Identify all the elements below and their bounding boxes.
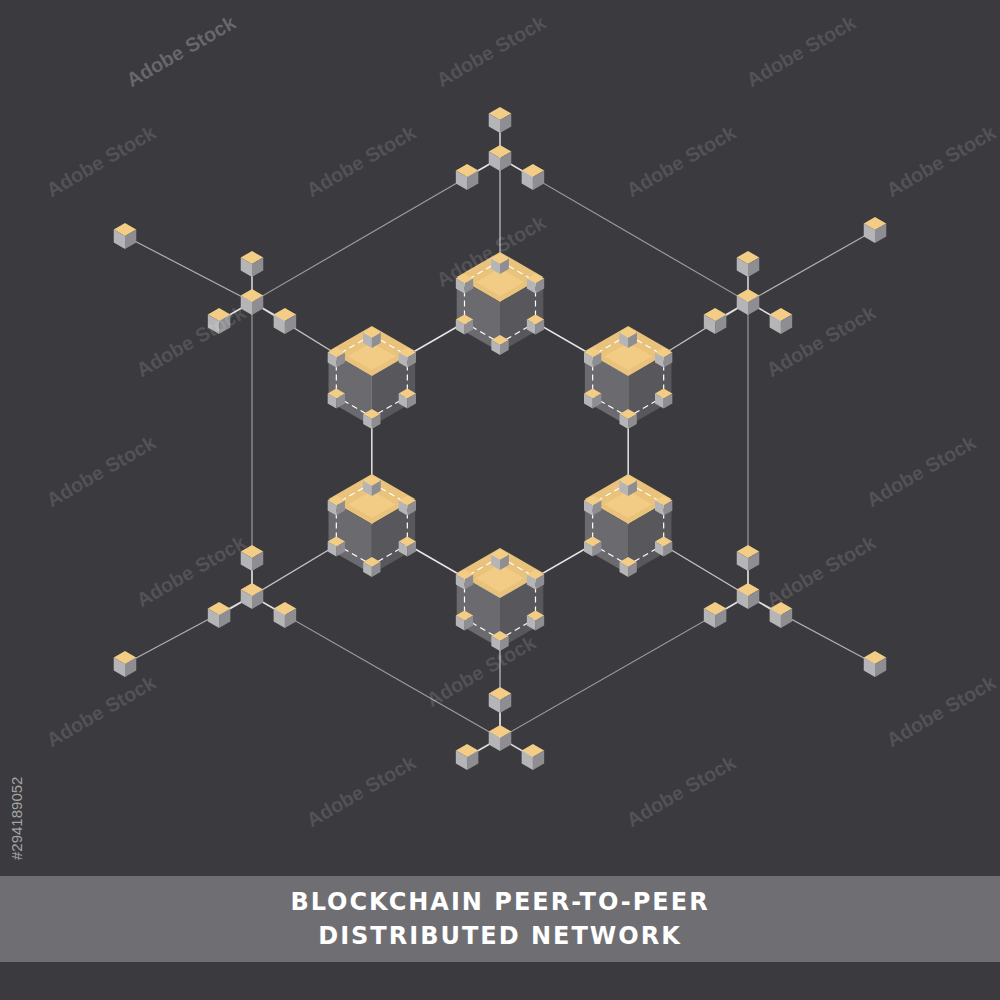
cube	[864, 217, 887, 243]
cube	[737, 545, 760, 571]
cube	[363, 328, 380, 348]
block-node	[328, 474, 416, 577]
watermark: Adobe Stock	[422, 631, 539, 712]
cube	[704, 308, 727, 334]
cube	[620, 557, 637, 577]
cube	[584, 537, 601, 557]
cube	[737, 251, 760, 277]
cube	[489, 107, 512, 133]
node-cluster	[704, 251, 792, 334]
watermark: Adobe Stock	[302, 121, 419, 202]
node-cluster	[456, 687, 544, 770]
watermark: Adobe Stock	[742, 11, 859, 92]
cube	[864, 651, 887, 677]
cube	[620, 409, 637, 429]
cube	[363, 475, 380, 495]
cube	[399, 496, 416, 516]
cube	[584, 389, 601, 409]
watermark: Adobe Stock	[622, 751, 739, 832]
cube	[655, 348, 672, 368]
network-lines	[125, 158, 875, 738]
cube	[491, 549, 508, 569]
block-node	[328, 326, 416, 429]
cube	[522, 164, 545, 190]
watermark: Adobe Stock	[42, 121, 159, 202]
cube	[363, 557, 380, 577]
cube	[620, 328, 637, 348]
cube	[737, 289, 760, 315]
cube	[489, 145, 512, 171]
cube	[399, 389, 416, 409]
cube	[328, 348, 345, 368]
cube	[655, 389, 672, 409]
cube	[328, 389, 345, 409]
title-band: BLOCKCHAIN PEER-TO-PEER DISTRIBUTED NETW…	[0, 876, 1000, 962]
image-id: #294189052	[8, 777, 25, 860]
cube	[584, 496, 601, 516]
cube	[527, 611, 544, 631]
cube	[114, 223, 137, 249]
watermark: Adobe Stock	[432, 11, 549, 92]
watermark: Adobe Stock	[622, 121, 739, 202]
cube	[584, 348, 601, 368]
cube	[620, 476, 637, 496]
cube	[208, 602, 231, 628]
cube	[527, 274, 544, 294]
cube	[399, 537, 416, 557]
cube	[737, 583, 760, 609]
cube	[274, 308, 297, 334]
watermark: Adobe Stock	[882, 121, 999, 202]
title-text: BLOCKCHAIN PEER-TO-PEER DISTRIBUTED NETW…	[200, 885, 800, 953]
cube	[274, 602, 297, 628]
cube	[456, 744, 479, 770]
cube	[363, 476, 380, 496]
cube	[456, 611, 473, 631]
cube	[456, 164, 479, 190]
watermark: Adobe Stock	[132, 301, 249, 382]
cube	[363, 409, 380, 429]
node-cluster	[456, 107, 544, 190]
cube	[522, 744, 545, 770]
cube	[704, 602, 727, 628]
cube	[527, 570, 544, 590]
watermark: Adobe Stock	[42, 671, 159, 752]
watermark: Adobe Stock	[122, 11, 239, 92]
watermark: Adobe Stock	[302, 751, 419, 832]
cube	[491, 335, 508, 355]
cube	[770, 308, 793, 334]
watermark: Adobe Stock	[862, 431, 979, 512]
cube	[241, 251, 264, 277]
cube	[527, 315, 544, 335]
cube	[456, 315, 473, 335]
cube	[489, 687, 512, 713]
block-node	[584, 474, 672, 577]
cube	[620, 475, 637, 495]
watermark: Adobe Stock	[42, 431, 159, 512]
cube	[114, 651, 137, 677]
watermark: Adobe Stock	[132, 531, 249, 612]
watermark: Adobe Stock	[882, 671, 999, 752]
cube	[456, 570, 473, 590]
cube	[620, 327, 637, 347]
watermark: Adobe Stock	[762, 531, 879, 612]
cube	[491, 550, 508, 570]
cube	[241, 583, 264, 609]
cube	[363, 327, 380, 347]
cube	[655, 537, 672, 557]
cube	[399, 348, 416, 368]
cube	[328, 496, 345, 516]
cube	[489, 725, 512, 751]
block-node	[584, 326, 672, 429]
cube	[655, 496, 672, 516]
cube	[328, 537, 345, 557]
